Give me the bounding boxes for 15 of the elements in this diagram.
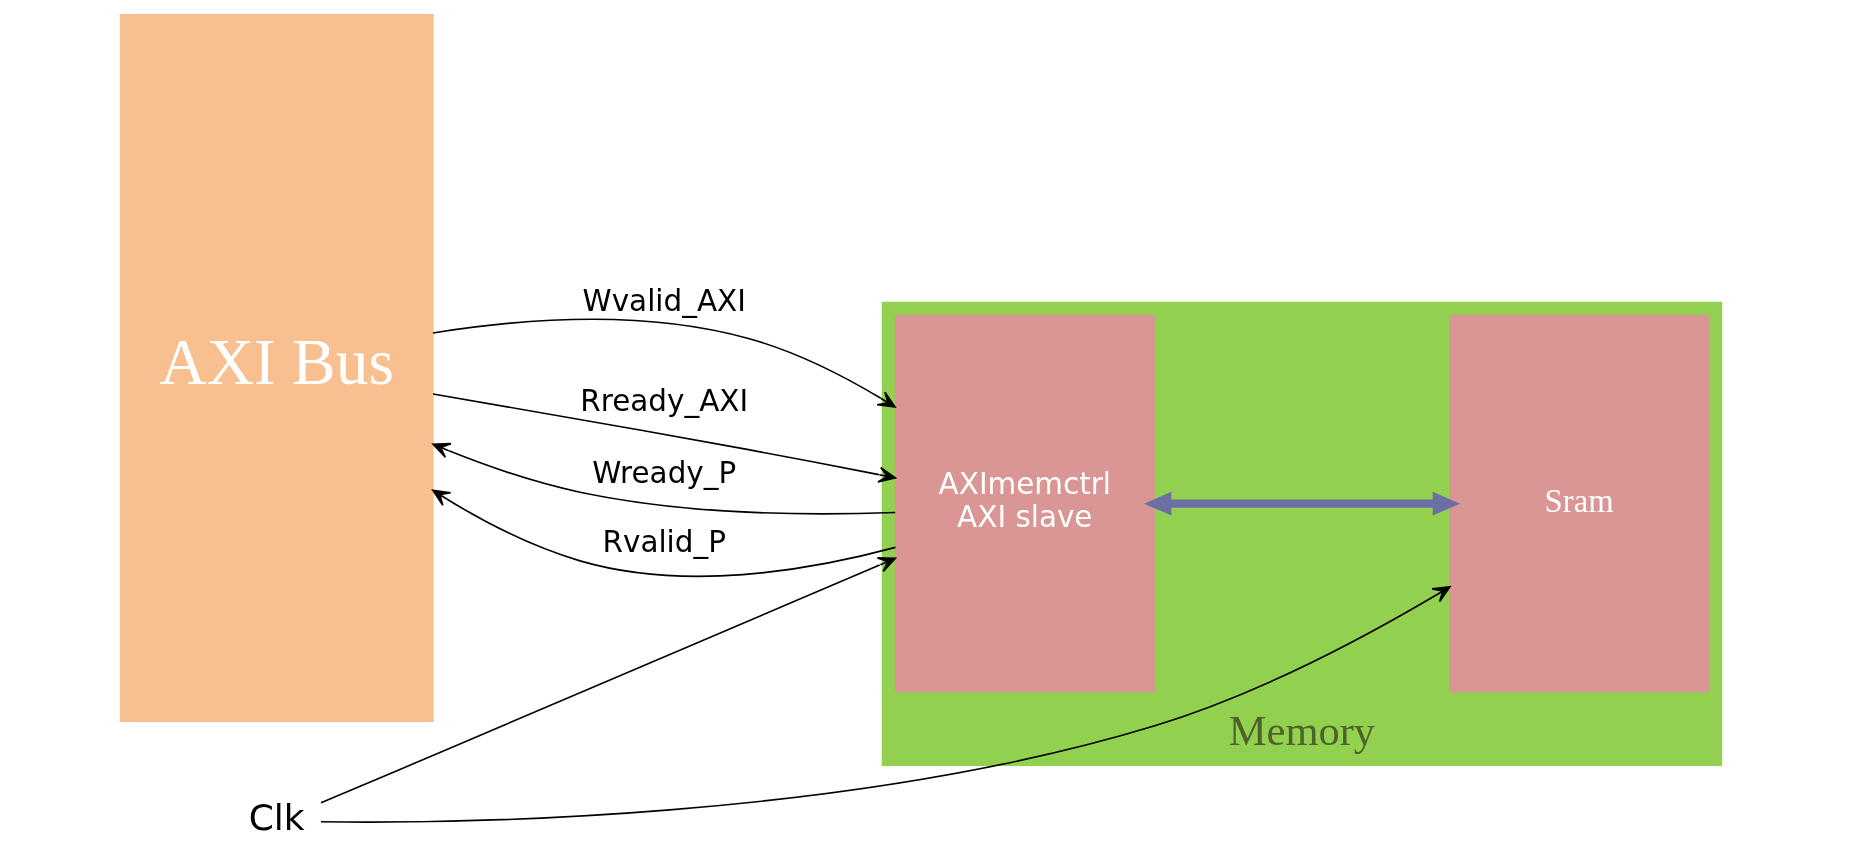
arrow bbox=[1143, 491, 1460, 516]
edge-label: Wready_P bbox=[591, 456, 736, 491]
arrow bbox=[431, 489, 896, 578]
node-text: Clk bbox=[248, 797, 305, 839]
edge-label: Wvalid_AXI bbox=[582, 284, 746, 319]
arrow bbox=[319, 557, 896, 804]
arrow bbox=[319, 586, 1451, 823]
arrow bbox=[431, 393, 896, 483]
edge-label: Rready_AXI bbox=[579, 384, 748, 419]
arrow bbox=[431, 318, 896, 408]
arrow bbox=[431, 442, 896, 515]
node-box: AXImemctrl AXI slave bbox=[894, 314, 1155, 693]
node-box: Sram bbox=[1448, 314, 1709, 693]
node-box: AXI Bus bbox=[119, 13, 434, 722]
edge-label: Rvalid_P bbox=[602, 524, 726, 559]
